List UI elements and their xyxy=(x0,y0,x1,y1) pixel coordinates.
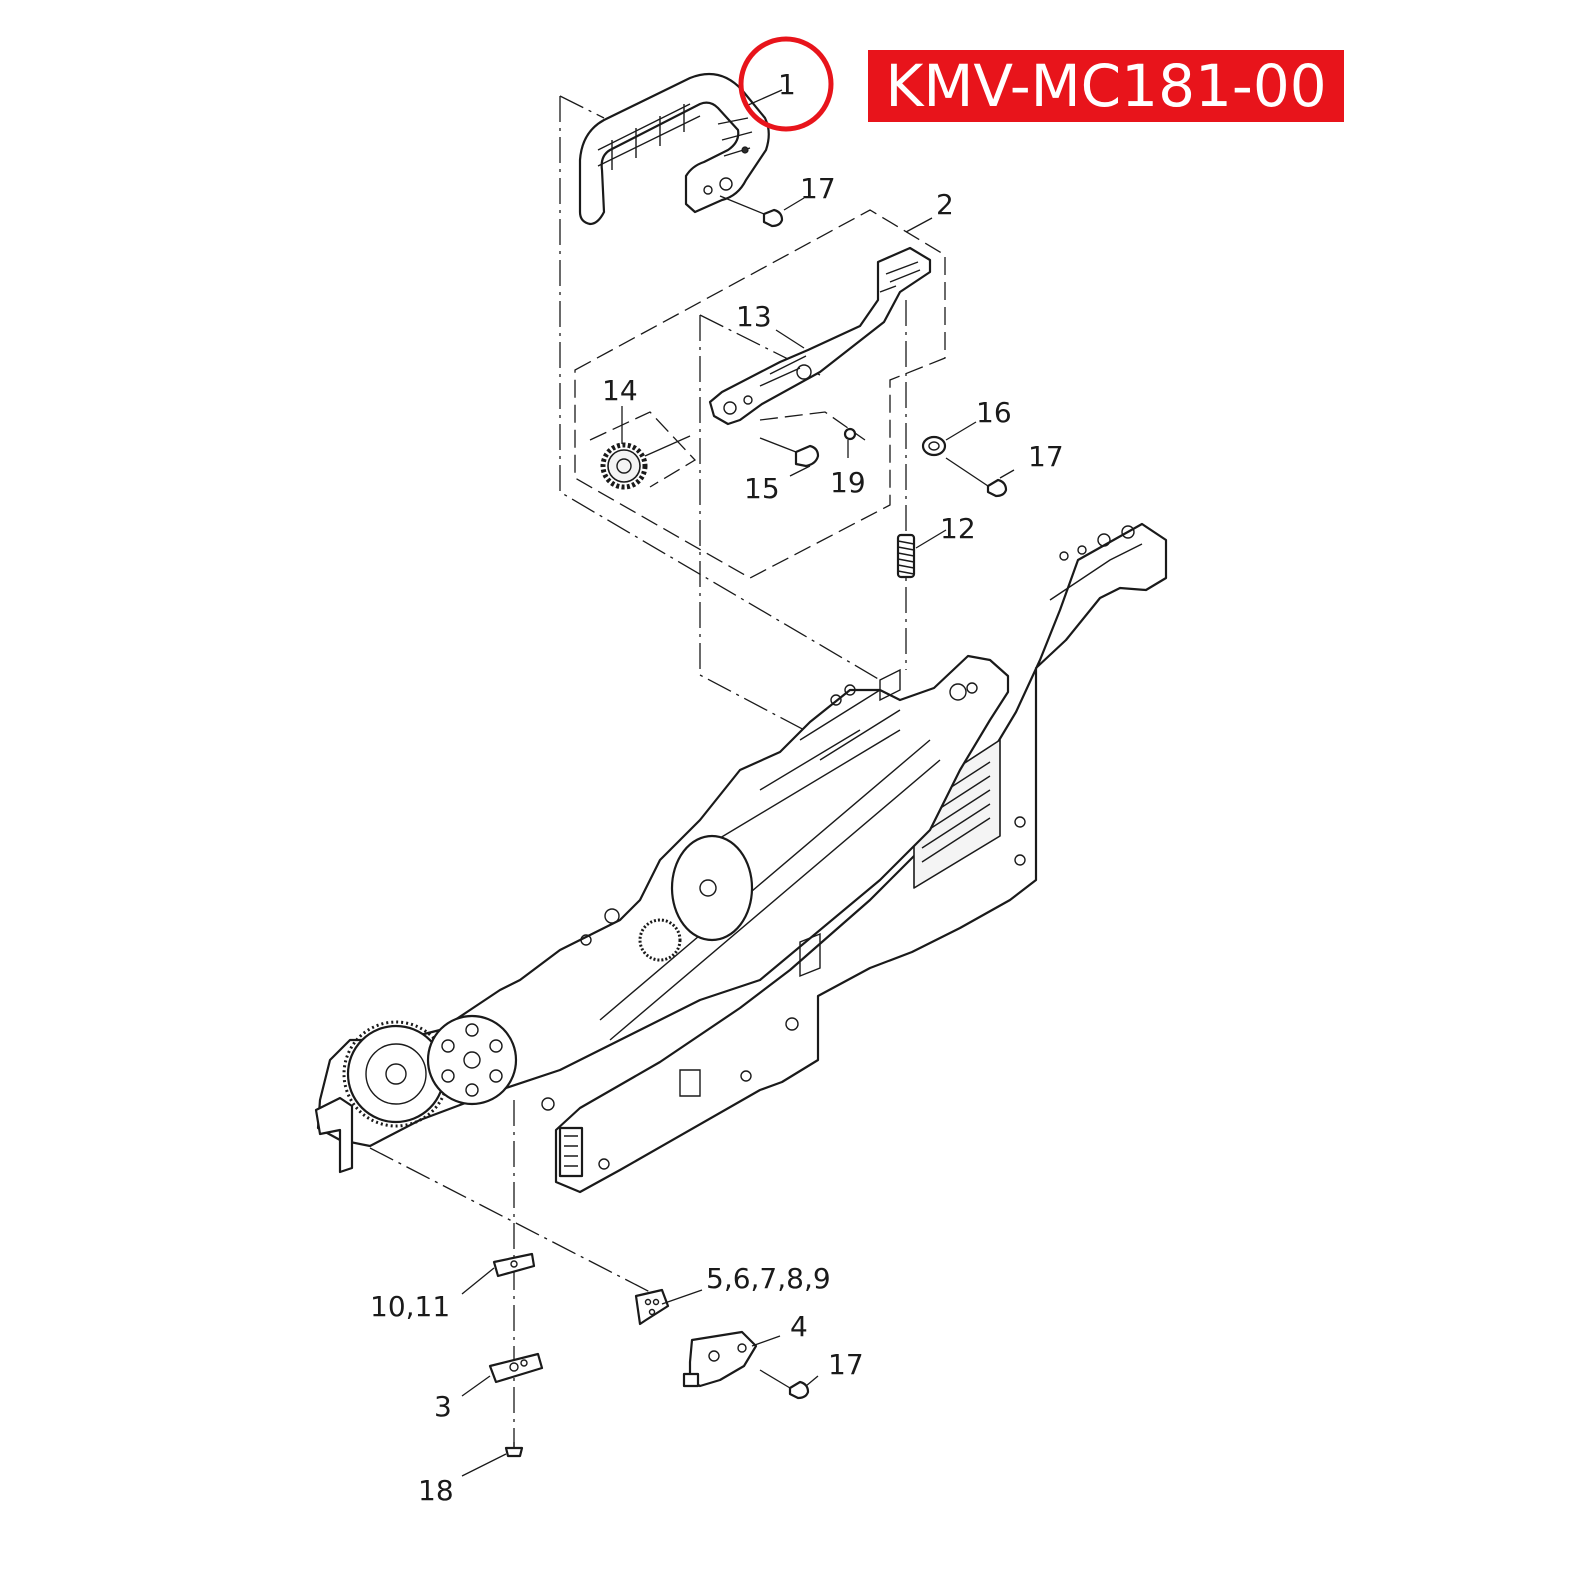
part-number-badge: KMV-MC181-00 xyxy=(868,50,1344,122)
callout-2: 2 xyxy=(936,188,954,221)
callout-16: 16 xyxy=(976,396,1012,429)
callout-17-mid: 17 xyxy=(1028,440,1064,473)
callout-1: 1 xyxy=(778,68,796,101)
callout-3: 3 xyxy=(434,1390,452,1423)
highlight-circle xyxy=(738,36,834,132)
feeder-body xyxy=(314,522,1168,1194)
callout-14: 14 xyxy=(602,374,638,407)
callout-10-11: 10,11 xyxy=(370,1290,450,1323)
callout-labels: 1 17 2 13 14 16 17 15 19 12 5,6,7,8,9 10… xyxy=(370,68,1064,1507)
callout-13: 13 xyxy=(736,300,772,333)
gear-part xyxy=(600,435,691,490)
bushing-part xyxy=(921,435,947,457)
callout-17-top: 17 xyxy=(800,172,836,205)
assembly-guides xyxy=(369,95,946,1450)
callout-4: 4 xyxy=(790,1310,808,1343)
callout-19: 19 xyxy=(830,466,866,499)
handle-cover-part xyxy=(578,72,770,226)
leader-lines xyxy=(461,89,1015,1477)
callout-12: 12 xyxy=(940,512,976,545)
bottom-plates xyxy=(488,1252,544,1458)
callout-17-bottom: 17 xyxy=(828,1348,864,1381)
screw-parts xyxy=(719,195,1008,1400)
bracket-parts xyxy=(634,1288,758,1388)
lever-arm-part xyxy=(708,246,932,426)
spring-part xyxy=(896,533,916,579)
pin-parts xyxy=(759,427,857,468)
callout-15: 15 xyxy=(744,472,780,505)
callout-5-9: 5,6,7,8,9 xyxy=(706,1262,831,1295)
callout-18: 18 xyxy=(418,1474,454,1507)
